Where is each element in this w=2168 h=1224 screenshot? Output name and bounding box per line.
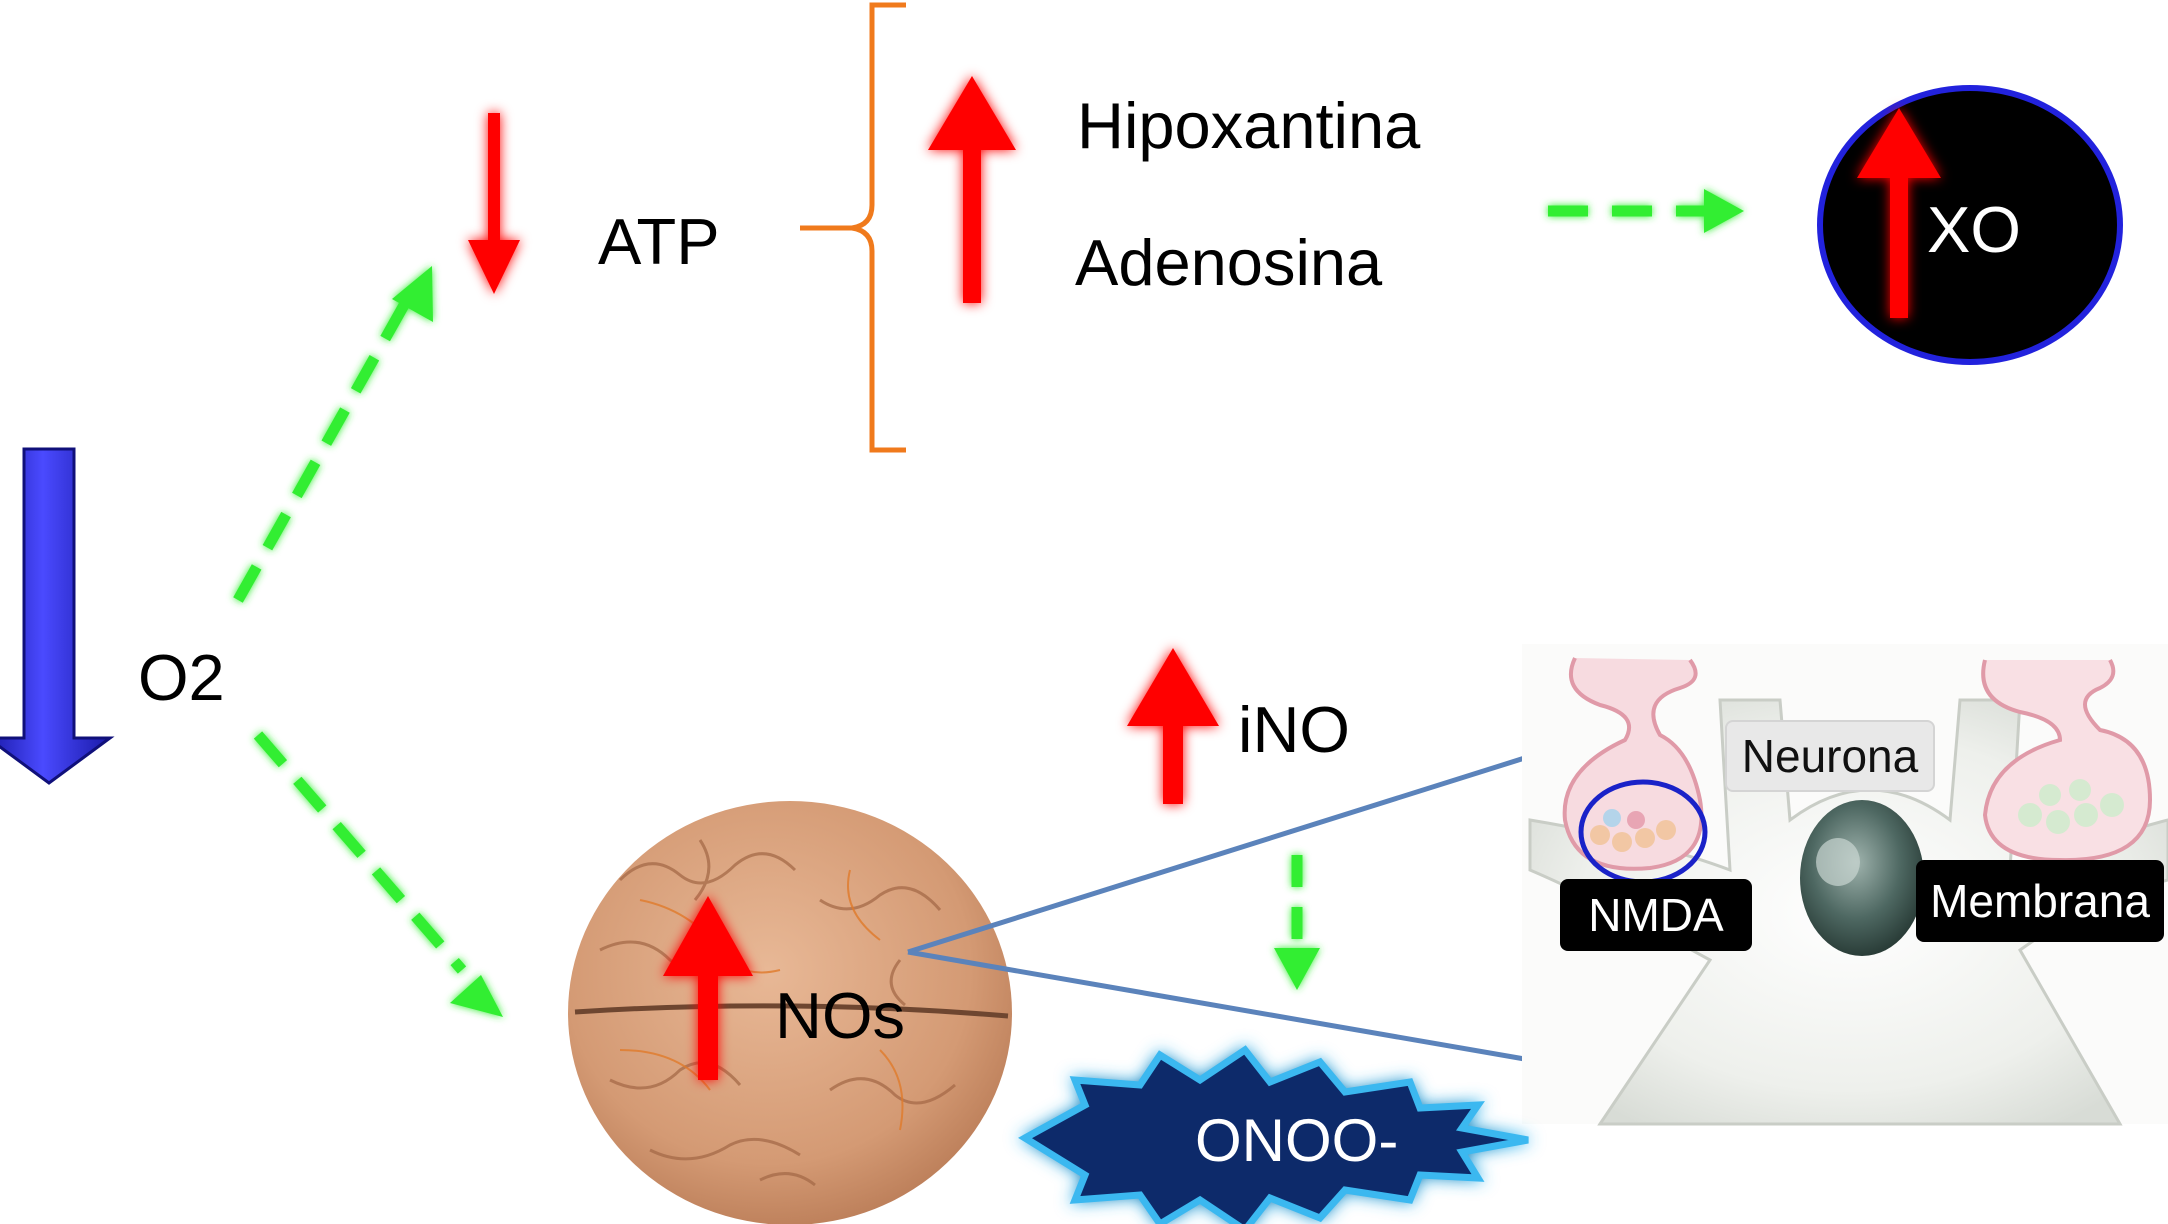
adenosina-label: Adenosina (1075, 226, 1383, 299)
o2-label: O2 (138, 641, 225, 714)
nmda-tag: NMDA (1560, 879, 1752, 951)
neuron-illustration (1522, 644, 2168, 1126)
ino-label: iNO (1238, 693, 1350, 766)
nos-label: NOs (775, 979, 905, 1052)
neurona-tag: Neurona (1725, 720, 1935, 792)
flow-arrow-to-xo (1548, 189, 1744, 233)
hipoxantina-label: Hipoxantina (1077, 89, 1421, 162)
flow-arrow-o2-to-atp (233, 266, 433, 603)
atp-label: ATP (598, 205, 720, 278)
o2-decrease-arrow-icon (0, 447, 115, 785)
brain-illustration (568, 801, 1012, 1224)
ino-increase-arrow-icon (1127, 648, 1219, 804)
onoo-starburst-shape (1018, 1045, 1529, 1224)
purines-increase-arrow-icon (928, 76, 1016, 303)
nos-increase-arrow-icon (663, 896, 753, 1080)
flow-arrow-ino-to-onoo (1274, 855, 1320, 990)
atp-decrease-arrow-icon (468, 113, 520, 294)
xo-label: XO (1927, 193, 2021, 266)
onoo-label: ONOO- (1195, 1107, 1399, 1174)
xo-increase-arrow-icon (1857, 108, 1941, 318)
membrana-tag: Membrana (1916, 860, 2164, 942)
orange-bracket (800, 2, 906, 453)
flow-arrow-o2-to-brain (253, 731, 503, 1017)
